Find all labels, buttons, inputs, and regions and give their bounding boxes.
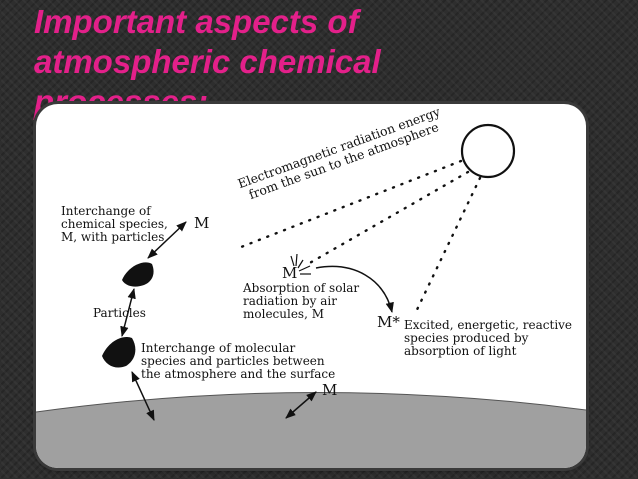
sun-icon [460, 123, 516, 179]
arrow-particle-to-particle [120, 287, 136, 338]
excited-species-label: Excited, energetic, reactive species pro… [404, 319, 572, 358]
molecule-m-top: M [194, 214, 210, 232]
surface-interchange-label-line1: Interchange of molecular [141, 341, 296, 355]
arrow-particle-to-surface [131, 371, 155, 421]
interchange-particles-label: Interchange of chemical species, M, with… [61, 205, 168, 244]
surface-interchange-label-line3: the atmosphere and the surface [141, 367, 336, 381]
excited-species-label-line3: absorption of light [404, 344, 517, 358]
particle-upper-icon [122, 262, 154, 287]
molecule-m-center: M [282, 264, 298, 282]
surface-interchange-label-line2: species and particles between [141, 354, 325, 368]
molecule-m-bottom: M [322, 381, 338, 399]
earth-surface [36, 392, 586, 468]
radiation-ray-lower [412, 176, 482, 318]
arrow-m-to-particle [147, 221, 187, 259]
absorption-label: Absorption of solar radiation by air mol… [243, 282, 359, 321]
figure-drawing [36, 123, 586, 468]
excited-species-label-line1: Excited, energetic, reactive [404, 318, 573, 332]
excited-species-symbol: M* [377, 313, 400, 331]
surface-interchange-label: Interchange of molecular species and par… [141, 342, 335, 381]
interchange-particles-label-line3: M, with particles [61, 230, 165, 244]
particle-lower-icon [102, 336, 136, 368]
interchange-particles-label-line2: chemical species, [61, 217, 168, 231]
arrow-m-to-surface [285, 391, 317, 419]
interchange-particles-label-line1: Interchange of [61, 204, 151, 218]
photon-impact-icon [290, 253, 311, 275]
absorption-label-line3: molecules, M [243, 307, 325, 321]
radiation-ray-middle [306, 170, 470, 266]
excited-species-label-line2: species produced by [404, 331, 529, 345]
particles-label: Particles [93, 306, 146, 320]
figure-panel: Electromagnetic radiation energy from th… [36, 104, 586, 468]
excitation-arrow [315, 265, 394, 314]
slide-title: Important aspects of atmospheric chemica… [34, 3, 381, 120]
absorption-label-line1: Absorption of solar [243, 281, 360, 295]
absorption-label-line2: radiation by air [243, 294, 337, 308]
